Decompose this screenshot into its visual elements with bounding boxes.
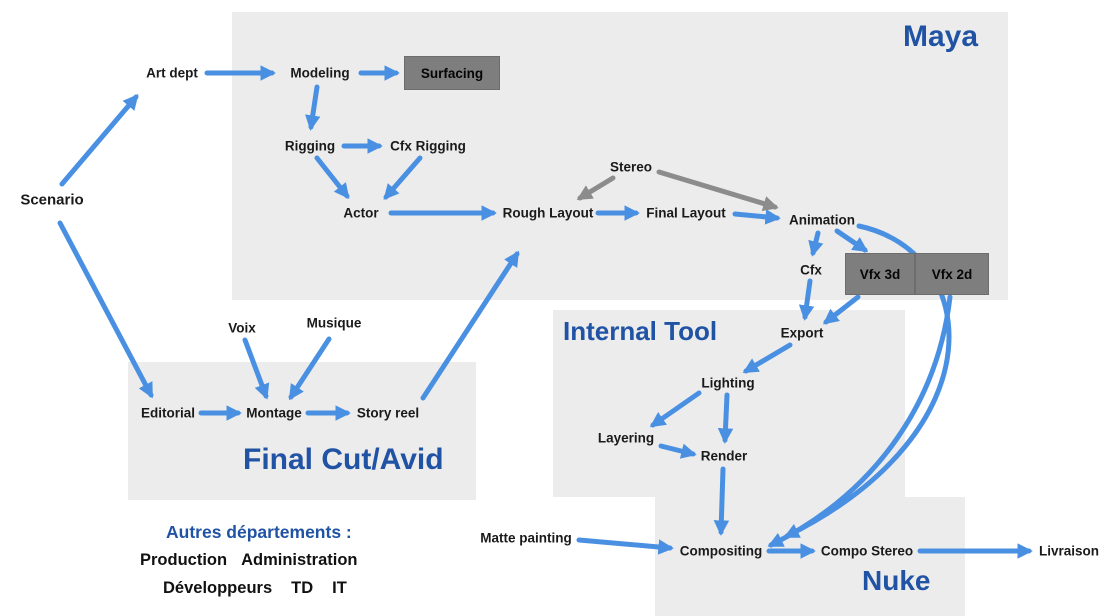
internal-tool-group-label: Internal Tool xyxy=(563,316,718,346)
node-stereo: Stereo xyxy=(609,159,653,175)
node-art-dept: Art dept xyxy=(146,65,198,81)
node-modeling: Modeling xyxy=(290,65,350,81)
node-rigging: Rigging xyxy=(284,138,336,154)
node-vfx-3d: Vfx 3d xyxy=(845,253,915,295)
node-story-reel: Story reel xyxy=(356,405,420,421)
dept-administration: Administration xyxy=(241,551,358,569)
maya-group-label: Maya xyxy=(903,20,979,53)
node-animation: Animation xyxy=(789,212,855,228)
node-actor: Actor xyxy=(343,205,379,221)
node-montage: Montage xyxy=(246,405,302,421)
node-voix: Voix xyxy=(228,320,256,336)
node-livraison: Livraison xyxy=(1038,543,1100,559)
node-cfx-rigging: Cfx Rigging xyxy=(390,138,466,154)
node-compositing: Compositing xyxy=(679,543,763,559)
node-final-layout: Final Layout xyxy=(646,205,726,221)
nuke-group-label: Nuke xyxy=(862,565,931,596)
dept-production: Production xyxy=(140,551,228,569)
other-departments-title: Autres départements : xyxy=(166,522,352,542)
other-departments-row2: Développeurs TD IT xyxy=(163,579,347,598)
node-compo-stereo: Compo Stereo xyxy=(820,543,914,559)
node-editorial: Editorial xyxy=(140,405,196,421)
dept-it: IT xyxy=(332,579,347,597)
node-scenario: Scenario xyxy=(20,191,84,209)
node-surfacing: Surfacing xyxy=(404,56,500,90)
maya-group-box xyxy=(232,12,1008,300)
node-matte-painting: Matte painting xyxy=(480,530,572,546)
node-musique: Musique xyxy=(306,315,362,331)
node-export: Export xyxy=(780,325,824,341)
node-cfx: Cfx xyxy=(800,262,822,278)
node-render: Render xyxy=(700,448,748,464)
finalcut-group-label: Final Cut/Avid xyxy=(243,443,444,476)
node-lighting: Lighting xyxy=(701,375,755,391)
node-vfx-2d: Vfx 2d xyxy=(915,253,989,295)
node-layering: Layering xyxy=(597,430,655,446)
dept-td: TD xyxy=(291,579,314,597)
other-departments-row1: Production Administration xyxy=(140,551,358,570)
node-rough-layout: Rough Layout xyxy=(502,205,594,221)
dept-developpeurs: Développeurs xyxy=(163,579,273,597)
